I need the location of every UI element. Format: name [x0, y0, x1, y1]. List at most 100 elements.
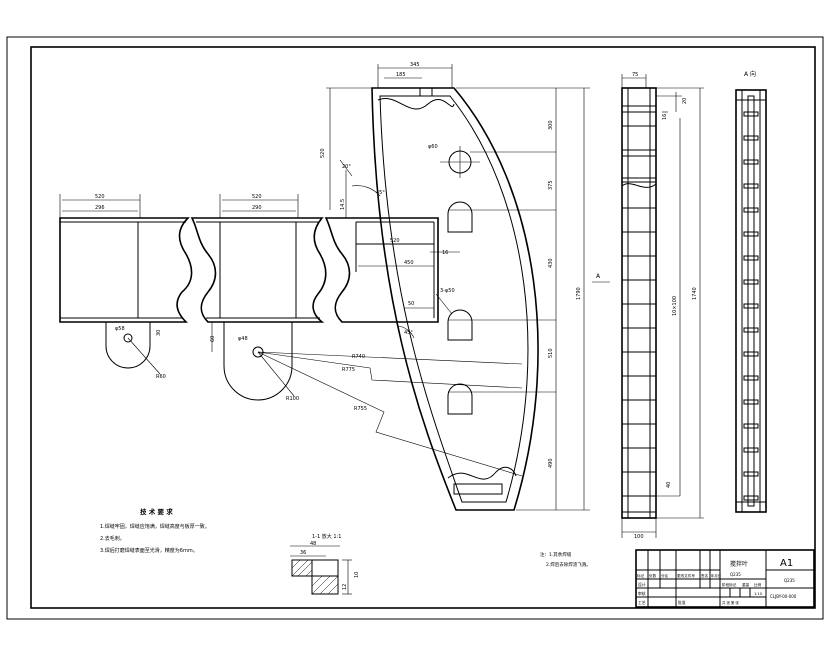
pipe-segment-3: 520 450 16 50: [324, 217, 460, 323]
dim-seg-2: 375: [548, 180, 554, 190]
dim-hole-dia: φ60: [428, 144, 438, 150]
dim-total-height: 1790: [576, 287, 582, 300]
view-a-ribs: [743, 111, 759, 501]
view-arrow-label: A: [596, 273, 601, 280]
hatch-line: [319, 575, 339, 595]
notes-title: 技 术 要 求: [140, 507, 173, 516]
rib: [743, 159, 759, 165]
rib: [743, 471, 759, 477]
rib: [743, 447, 759, 453]
tb-sheet-size: A1: [780, 558, 793, 569]
rib: [743, 183, 759, 189]
rib: [743, 399, 759, 405]
tb-header-2: 处数: [649, 573, 657, 578]
dim-left-height: 520: [320, 148, 326, 158]
dim-ring-b: φ48: [238, 336, 248, 342]
side-view: 75 20 16 1740 10×100 40 100: [621, 72, 704, 540]
rib: [743, 279, 759, 285]
tb-header-4: 更改文件号: [677, 573, 695, 578]
hatch-line: [297, 561, 313, 577]
hatch-line: [327, 583, 339, 595]
dim-seg-b-inner: 290: [252, 205, 262, 211]
dim-ring-b-r: R100: [286, 396, 299, 402]
hatch-line: [291, 559, 309, 577]
view-a-label: A 向: [744, 70, 756, 78]
dim-top-inner: 185: [396, 72, 406, 78]
inner-frame: [30, 46, 816, 609]
dim-angle-3: 45°: [404, 330, 413, 336]
tb-header-3: 分区: [661, 573, 669, 578]
rib: [743, 231, 759, 237]
rib: [743, 351, 759, 357]
rib: [743, 375, 759, 381]
note-2: 2.去毛刺。: [100, 535, 125, 542]
tb-part-name: 搅拌叶: [730, 560, 748, 568]
tb-header-1: 标记: [637, 573, 645, 578]
tb-ratio-label: 比例: [754, 582, 762, 587]
rib: [743, 423, 759, 429]
section-h-right: 10: [354, 572, 360, 578]
section-w-inner: 36: [300, 550, 306, 556]
outer-frame: [6, 36, 824, 620]
section-title: 1-1 放大 1:1: [312, 533, 341, 540]
weld-notes: 注：1.其余焊缝 2.焊后去除焊渣飞溅。: [540, 551, 591, 568]
tb-sheet-label: 共 张 第 张: [722, 600, 739, 605]
tb-row-approve: 批准: [678, 600, 686, 605]
dim-seg-b-outer: 520: [252, 194, 262, 200]
dim-seg-5: 490: [548, 458, 554, 468]
dim-box-inner: 520: [390, 238, 400, 244]
dim-pin: 3-φ50: [440, 288, 455, 294]
dim-side-small: 16: [662, 114, 668, 120]
pipe-segment-1: 520 296 φ58 30 R60: [59, 194, 193, 380]
tb-row-design: 设计: [638, 582, 646, 587]
dim-angle-1: 45°: [376, 190, 385, 196]
dim-small-a: 14.5: [340, 199, 346, 210]
dim-angle-2: 20°: [342, 164, 351, 170]
tb-material: Q235: [730, 572, 741, 577]
rib: [743, 111, 759, 117]
section-w-outer: 48: [310, 541, 316, 547]
dim-seg-a-inner: 296: [95, 205, 105, 211]
view-a: A 向: [735, 70, 767, 513]
blade-main-view: φ60 3-φ50 345 185 520 14.5 45° 20° 45° 3…: [320, 62, 610, 511]
tb-header-6: 年月日: [711, 573, 721, 578]
dim-side-top: 75: [632, 72, 638, 78]
radius-leaders: R740 R775 R755: [257, 351, 523, 477]
section-h-small: 12: [342, 584, 348, 590]
technical-notes: 技 术 要 求 1.焊缝牢固，焊缝应饱满，焊缝高度与板厚一致。 2.去毛刺。 3…: [100, 507, 210, 554]
weld-note-1: 注：1.其余焊缝: [540, 551, 572, 558]
tb-stage-label: 阶段标记: [722, 582, 737, 587]
title-block: 标记 处数 分区 更改文件号 签名 年月日 设计 审核 工艺 批准 阶段标记 重…: [635, 549, 815, 608]
hatch-line: [311, 575, 331, 595]
dim-box-bottom: 450: [404, 260, 414, 266]
rib: [743, 135, 759, 141]
dim-seg-a-outer: 520: [95, 194, 105, 200]
tb-weight-label: 重量: [742, 582, 750, 587]
note-1: 1.焊缝牢固，焊缝应饱满，焊缝高度与板厚一致。: [100, 523, 210, 530]
tb-ratio: 1:10: [754, 592, 763, 596]
rib: [743, 495, 759, 501]
dim-seg-1: 300: [548, 120, 554, 130]
pipe-segment-2: 520 290 φ48 60 R100: [190, 194, 327, 402]
tb-drawing-no: CLJBY-00-000: [770, 594, 797, 599]
dim-r740: R740: [352, 354, 365, 360]
dim-side-mid: 1740: [692, 287, 698, 300]
hatch-line: [291, 559, 301, 569]
rib: [743, 303, 759, 309]
dim-r755: R755: [354, 406, 367, 412]
note-3: 3.焊后打磨焊缝表面至光滑，精度为6mm。: [100, 547, 198, 554]
dim-side-bottom-gap: 40: [666, 482, 672, 488]
tb-material-2: Q235: [784, 578, 795, 583]
section-1-1: 1-1 放大 1:1 48 36 10 12: [290, 533, 360, 595]
rib: [743, 207, 759, 213]
dim-top-width: 345: [410, 62, 420, 68]
tb-row-review: 审核: [638, 591, 646, 596]
dim-ring-a-r: R60: [156, 374, 166, 380]
tb-row-process: 工艺: [638, 600, 646, 605]
rib: [743, 255, 759, 261]
dim-r775: R775: [342, 367, 355, 373]
dim-side-label: 10×100: [672, 296, 678, 316]
hatch-line: [311, 575, 323, 587]
dim-box-gap: 16: [442, 250, 448, 256]
